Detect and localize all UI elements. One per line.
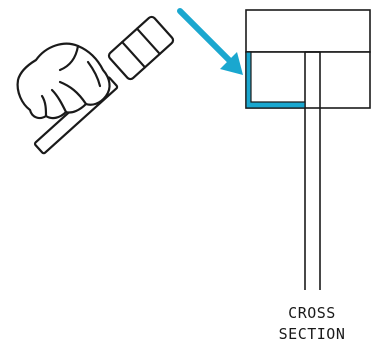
knuckle-line: [86, 60, 102, 88]
chamber: [245, 51, 371, 109]
caption-line-2: SECTION: [279, 325, 346, 343]
finger-line-3: [40, 94, 48, 118]
hammer-head: [107, 15, 175, 81]
thumb-line: [58, 44, 80, 72]
cross-section-structure: [245, 9, 371, 290]
hand-shape: [16, 42, 111, 120]
top-block: [245, 9, 371, 53]
arrow-icon: [177, 8, 243, 75]
hammer-in-hand-icon: [16, 15, 175, 155]
highlight-layer: [245, 51, 306, 109]
finger-line-2: [50, 88, 68, 114]
caption-line-1: CROSS: [288, 304, 336, 322]
finger-line-1: [58, 80, 88, 106]
